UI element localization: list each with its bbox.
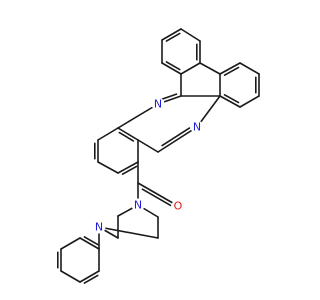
bond-a5-a6-double <box>165 61 181 71</box>
bond-a2-a3 <box>180 28 201 42</box>
bond-b2-b3-double <box>223 66 240 76</box>
bond-a1-a2-double <box>165 32 181 42</box>
bond-b6-b1-double <box>223 94 240 104</box>
bond-c1-n1-double <box>159 93 178 101</box>
bond-lines <box>56 28 260 284</box>
bond-b5-b6 <box>239 95 260 108</box>
bond-m5-m4 <box>117 127 139 141</box>
bond-b2-b3 <box>219 62 241 75</box>
atom-o1: O <box>171 199 185 213</box>
bond-a5-a6 <box>161 62 182 75</box>
atom-n4: N <box>92 220 106 234</box>
bond-cc-o <box>137 182 179 207</box>
atom-label-n3: N <box>134 199 142 212</box>
bond-n1-m5 <box>117 103 159 129</box>
bond-ph5-ph6 <box>79 270 100 283</box>
molecule-structure: N N O N N <box>56 28 260 284</box>
bond-m1-m6 <box>117 161 139 174</box>
bond-m1-m6-double <box>121 165 138 175</box>
atom-label-n4: N <box>95 221 103 234</box>
bond-cc-o-double <box>141 188 172 207</box>
atom-label-n1: N <box>154 98 162 111</box>
atom-n1: N <box>151 97 165 111</box>
atom-n3: N <box>131 198 145 212</box>
bond-ph5-ph6-double <box>83 274 99 284</box>
bond-a1-a2 <box>161 28 182 41</box>
bond-n2-d3-double <box>161 127 191 147</box>
bond-b6-b1 <box>219 95 241 108</box>
bond-a4-b2 <box>199 62 221 75</box>
bond-m5-m4-double <box>118 131 135 142</box>
bond-m4-d3 <box>137 139 159 153</box>
bond-a4-a5 <box>180 62 201 75</box>
bond-n2-d3 <box>157 126 198 153</box>
bond-ph4-ph5 <box>60 270 81 283</box>
bond-m5-m3 <box>97 127 119 141</box>
atom-label-n2: N <box>193 121 201 134</box>
bond-ph1-ph2 <box>79 237 100 250</box>
atom-label-o1: O <box>174 200 183 213</box>
bond-pz3-n4 <box>98 226 159 239</box>
bond-ph2-ph3 <box>60 237 81 250</box>
atom-n2: N <box>190 120 204 134</box>
bond-b3-b4 <box>239 62 260 75</box>
bond-ph1-ph2-double <box>83 236 99 246</box>
bond-m2-m1 <box>97 161 119 174</box>
